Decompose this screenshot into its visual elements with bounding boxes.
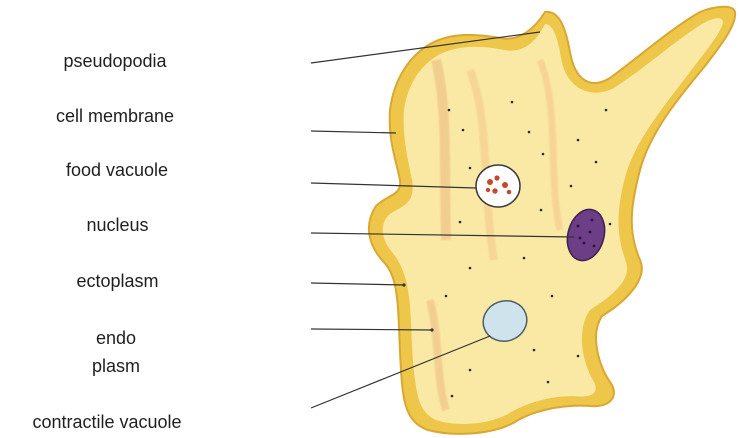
label-nucleus: nucleus bbox=[60, 213, 175, 237]
label-pseudopodia: pseudopodia bbox=[50, 49, 180, 73]
label-cell-membrane: cell membrane bbox=[35, 104, 195, 128]
label-ectoplasm: ectoplasm bbox=[55, 269, 180, 293]
label-food-vacuole: food vacuole bbox=[42, 158, 192, 182]
label-endoplasm: endo plasm bbox=[66, 326, 166, 378]
label-endoplasm-line2: plasm bbox=[66, 354, 166, 378]
label-contractile-vacuole: contractile vacuole bbox=[0, 410, 214, 434]
label-endoplasm-line1: endo bbox=[66, 326, 166, 350]
